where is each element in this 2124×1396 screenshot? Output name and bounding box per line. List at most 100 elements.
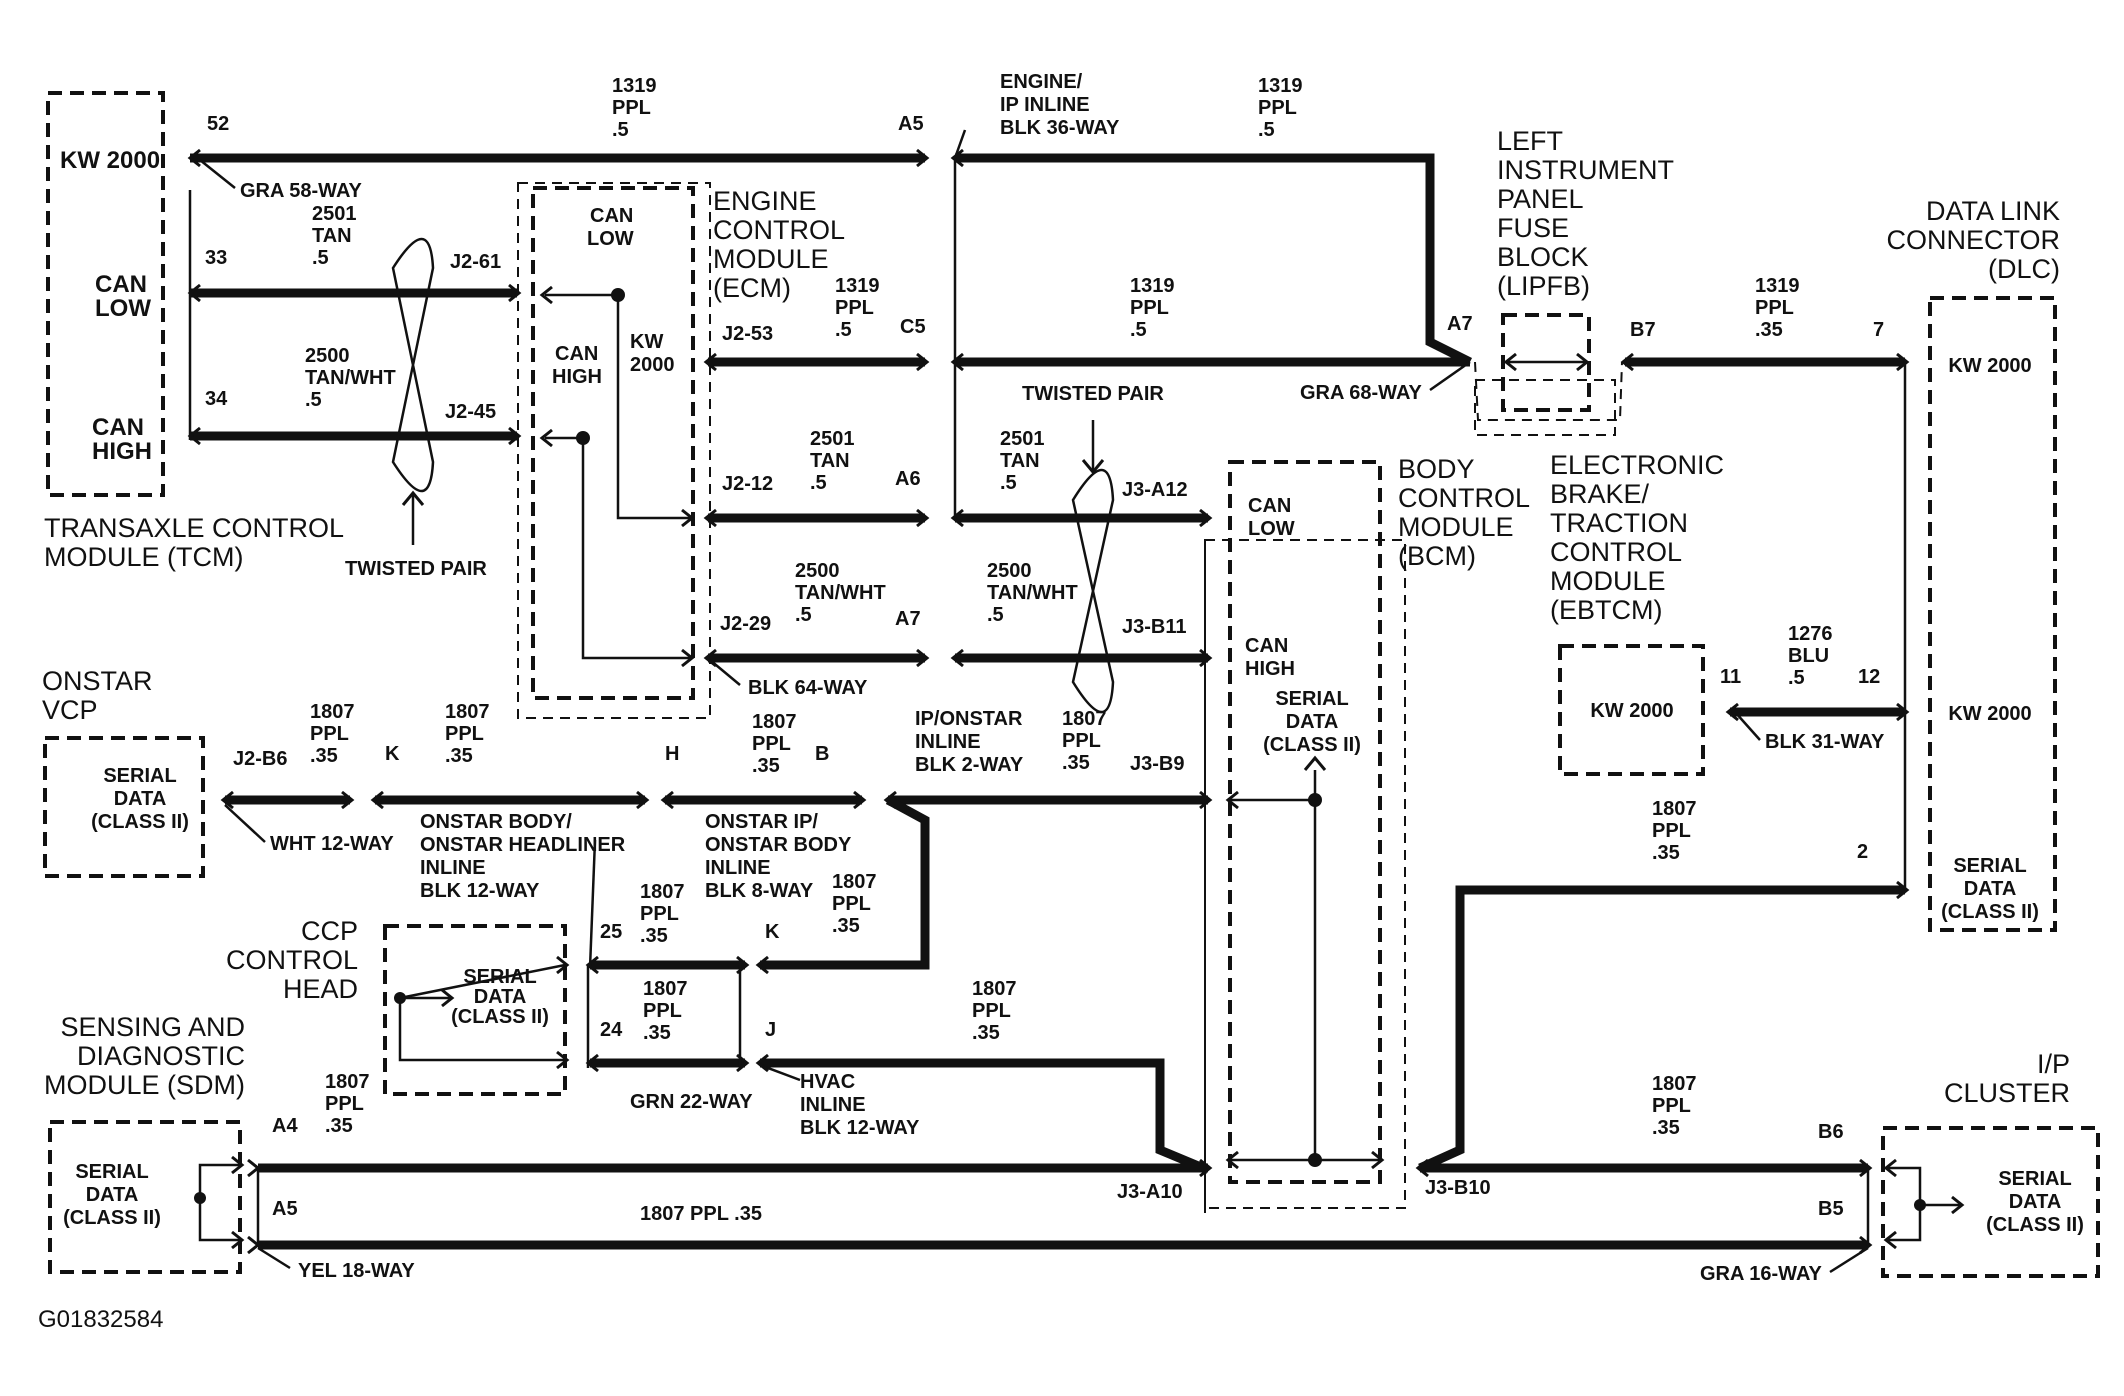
ecm-title: ENGINE — [713, 186, 817, 216]
twisted-pair-label-tcm: TWISTED PAIR — [345, 558, 487, 580]
svg-text:1807: 1807 — [1062, 708, 1107, 730]
bcm-can-high-2: HIGH — [1245, 658, 1295, 680]
pin-34: 34 — [205, 388, 228, 410]
pin-k2: K — [765, 921, 780, 943]
wire-label-1807-k: 1807 PPL .35 — [1652, 1073, 1697, 1139]
wire-label-1319-a: 1319 PPL .5 — [612, 75, 657, 141]
ecm-can-low-2: LOW — [587, 228, 634, 250]
svg-text:.5: .5 — [1000, 472, 1017, 494]
svg-text:PPL: PPL — [832, 893, 871, 915]
bcm-splice-a — [1308, 793, 1322, 807]
lipfb-dash-under — [1474, 361, 1623, 421]
wire-label-1807-e: 1807 PPL .35 — [1652, 798, 1697, 864]
wire-label-1319-b: 1319 PPL .5 — [1258, 75, 1303, 141]
dlc-sd: SERIAL — [1953, 855, 2026, 877]
ccp-splice — [394, 992, 406, 1004]
wire-label-2501-b: 2501 TAN .5 — [810, 428, 855, 494]
bcm-can-low-2: LOW — [1248, 518, 1295, 540]
ccp-sd: SERIAL — [463, 966, 536, 988]
svg-text:.35: .35 — [1062, 752, 1090, 774]
bcm-outline — [1204, 539, 1406, 1209]
svg-text:PPL: PPL — [1652, 1095, 1691, 1117]
pin-24: 24 — [600, 1019, 623, 1041]
pin-j2-b6: J2-B6 — [233, 748, 287, 770]
tcm-title-2: MODULE (TCM) — [44, 542, 243, 572]
onstar-sd-3: (CLASS II) — [91, 811, 189, 833]
svg-text:1807: 1807 — [832, 871, 877, 893]
connector-chevrons — [187, 148, 1965, 1255]
pin-j2-45: J2-45 — [445, 401, 496, 423]
sdm-splice — [194, 1192, 206, 1204]
bcm-title: BODY — [1398, 454, 1475, 484]
svg-text:.35: .35 — [1652, 1117, 1680, 1139]
svg-text:2501: 2501 — [312, 203, 357, 225]
lipfb-outline — [1474, 379, 1616, 436]
pin-j3-b11: J3-B11 — [1122, 616, 1187, 638]
leader-yel18 — [257, 1246, 291, 1270]
wire-1807-ccp-k — [760, 796, 930, 970]
conn-engine-ip-3: BLK 36-WAY — [1000, 117, 1120, 139]
ipc-splice — [1914, 1199, 1926, 1211]
pin-a6: A6 — [895, 468, 921, 490]
conn-wht12: WHT 12-WAY — [270, 833, 394, 855]
ecm-title-2: CONTROL — [713, 215, 845, 245]
conn-onstar-body-4: BLK 12-WAY — [420, 880, 540, 902]
svg-text:.5: .5 — [795, 604, 812, 626]
dlc-title-2: CONNECTOR — [1886, 225, 2060, 255]
wire-label-1807-j: 1807 PPL .35 — [325, 1071, 370, 1137]
conn-yel18: YEL 18-WAY — [298, 1260, 415, 1282]
ebtcm-title: ELECTRONIC — [1550, 450, 1724, 480]
svg-text:PPL: PPL — [445, 723, 484, 745]
ecm-can-high-2: HIGH — [552, 366, 602, 388]
pin-b6: B6 — [1818, 1121, 1844, 1143]
svg-text:PPL: PPL — [972, 1000, 1011, 1022]
svg-text:PPL: PPL — [640, 903, 679, 925]
bcm-splice-b — [1308, 1153, 1322, 1167]
wire-label-2500-a: 2500 TAN/WHT .5 — [305, 345, 396, 411]
pin-12: 12 — [1858, 666, 1880, 688]
leader-gra58 — [199, 159, 236, 189]
tcm-can-high-label-2: HIGH — [92, 438, 152, 465]
bcm-box — [1228, 460, 1382, 1184]
wire-1807-dlc-2 — [1418, 885, 1905, 1173]
svg-text:.5: .5 — [612, 119, 629, 141]
wire-label-1276: 1276 BLU .5 — [1788, 623, 1833, 689]
svg-text:PPL: PPL — [1258, 97, 1297, 119]
ccp-title: CCP — [301, 916, 358, 946]
ecm-title-4: (ECM) — [713, 273, 791, 303]
bcm-can-high: CAN — [1245, 635, 1288, 657]
svg-text:1319: 1319 — [1130, 275, 1175, 297]
sdm-title: SENSING AND — [60, 1012, 245, 1042]
tcm-can-low-label: CAN — [95, 271, 147, 298]
dlc-title-3: (DLC) — [1988, 254, 2060, 284]
pin-b7: B7 — [1630, 319, 1656, 341]
conn-gra16: GRA 16-WAY — [1700, 1263, 1823, 1285]
ebtcm-kw: KW 2000 — [1590, 700, 1673, 722]
pin-2: 2 — [1857, 841, 1868, 863]
bcm-title-3: MODULE — [1398, 512, 1514, 542]
bcm-title-2: CONTROL — [1398, 483, 1530, 513]
dlc-sd-3: (CLASS II) — [1941, 901, 2039, 923]
conn-gra58: GRA 58-WAY — [240, 180, 363, 202]
lipfb-box — [1501, 313, 1591, 412]
ccp-sd-2: DATA — [474, 986, 527, 1008]
wire-label-1807-line: 1807 PPL .35 — [640, 1203, 762, 1225]
ccp-title-2: CONTROL — [226, 945, 358, 975]
ebtcm-title-3: TRACTION — [1550, 508, 1688, 538]
conn-ip-onstar-2: INLINE — [915, 731, 981, 753]
wire-label-1319-e: 1319 PPL .35 — [1755, 275, 1800, 341]
svg-text:.5: .5 — [305, 389, 322, 411]
twisted-pair-label-ecm: TWISTED PAIR — [1022, 383, 1164, 405]
sdm-title-2: DIAGNOSTIC — [77, 1041, 245, 1071]
svg-text:PPL: PPL — [643, 1000, 682, 1022]
pin-j2-12: J2-12 — [722, 473, 773, 495]
onstar-box — [43, 736, 205, 878]
sdm-sd-3: (CLASS II) — [63, 1207, 161, 1229]
figure-id: G01832584 — [38, 1306, 163, 1333]
dlc-kw-a: KW 2000 — [1948, 355, 2031, 377]
svg-text:1807: 1807 — [1652, 798, 1697, 820]
pin-33: 33 — [205, 247, 227, 269]
ipc-internal-bottom — [1888, 1205, 1922, 1242]
pin-h: H — [665, 743, 679, 765]
